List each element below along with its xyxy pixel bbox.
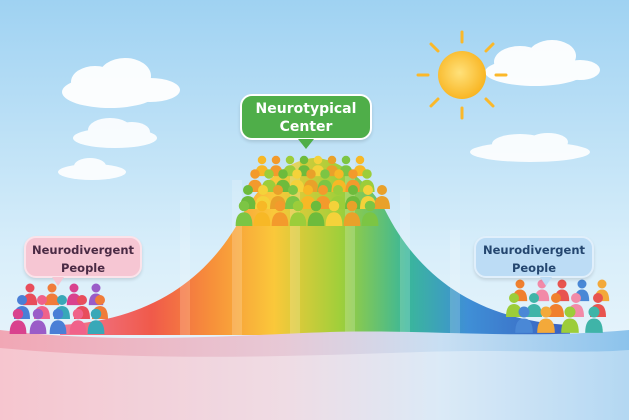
neurotypical-center-label: Neurotypical Center (240, 94, 372, 140)
ground-highlight (0, 348, 629, 420)
curve-stripes (180, 160, 460, 335)
cloud-icon (58, 158, 126, 180)
person-icon (515, 306, 533, 333)
neurodivergent-right-label: Neurodivergent People (474, 236, 594, 278)
left-label-line-1: Neurodivergent (31, 243, 135, 257)
person-icon (289, 200, 307, 226)
person-icon (506, 293, 522, 317)
person-icon (307, 200, 325, 226)
person-icon (537, 306, 555, 333)
neurodivergent-left-label: Neurodivergent People (24, 236, 142, 278)
cloud-icon (73, 118, 157, 148)
ground-wave (0, 330, 629, 420)
person-icon (235, 200, 253, 226)
cloud-icon (485, 40, 600, 86)
right-label-line-2: People (511, 261, 557, 275)
person-icon (343, 200, 361, 226)
person-icon (526, 293, 542, 317)
left-label-line-2: People (60, 261, 106, 275)
left-bubble-tail (52, 277, 64, 286)
bell-curve (60, 158, 570, 335)
person-icon (361, 200, 379, 226)
person-icon (548, 293, 564, 317)
right-bubble-tail (540, 277, 552, 286)
person-icon (325, 200, 343, 226)
person-icon (69, 308, 87, 334)
person-icon (49, 308, 67, 334)
center-label-line-1: Neurotypical (255, 101, 357, 117)
person-icon (374, 185, 390, 209)
sun-icon (416, 30, 508, 120)
right-label-line-1: Neurodivergent (482, 243, 586, 257)
person-icon (585, 306, 603, 333)
cloud-icon (470, 133, 590, 162)
person-icon (29, 308, 47, 334)
person-icon (9, 308, 27, 334)
person-icon (271, 200, 289, 226)
center-bubble-tail (298, 139, 314, 149)
person-icon (561, 306, 579, 333)
center-label-line-2: Center (279, 119, 333, 135)
cloud-icon (62, 58, 180, 108)
person-icon (253, 200, 271, 226)
person-icon (87, 308, 105, 334)
